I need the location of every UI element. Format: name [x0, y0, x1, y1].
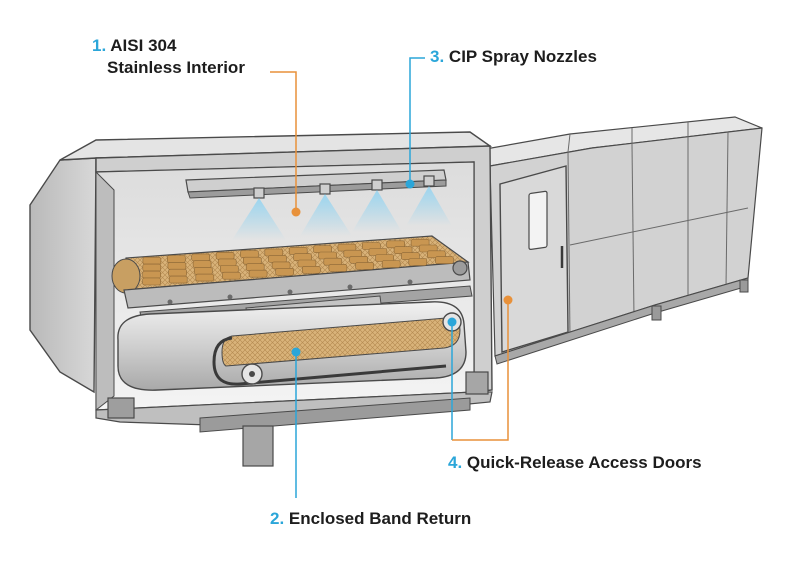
product-piece: [313, 245, 332, 253]
product-piece: [217, 258, 237, 267]
callout-number: 2.: [270, 509, 285, 528]
marker-dot-4: [503, 295, 513, 305]
product-piece: [355, 262, 374, 270]
product-pieces: [142, 238, 454, 286]
product-piece: [142, 263, 162, 272]
callout-number: 4.: [448, 453, 463, 472]
product-piece: [328, 264, 348, 272]
product-piece: [194, 267, 213, 275]
product-piece: [301, 265, 321, 274]
marker-dot-2: [291, 347, 301, 357]
product-piece: [271, 261, 291, 270]
product-piece: [435, 256, 454, 264]
product-piece: [191, 253, 210, 262]
marker-dot-2b: [447, 317, 457, 327]
product-piece: [167, 262, 187, 270]
product-piece: [240, 250, 259, 258]
product-piece: [293, 253, 312, 261]
enclosed-band-return: [117, 301, 467, 391]
product-piece: [408, 258, 428, 266]
product-piece: [215, 252, 235, 260]
marker-dots: [291, 179, 513, 357]
product-piece: [220, 265, 239, 273]
callout-text: CIP Spray Nozzles: [448, 47, 597, 66]
callout-number: 1.: [92, 36, 107, 55]
callout-quick-release-access-doors: 4. Quick-Release Access Doors: [448, 452, 702, 474]
callout-text-line2: Stainless Interior: [107, 58, 245, 77]
product-piece: [245, 263, 265, 272]
product-piece: [248, 269, 268, 278]
leader-lines: [270, 57, 509, 498]
callout-cip-spray-nozzles: 3. CIP Spray Nozzles: [430, 46, 597, 68]
product-piece: [381, 260, 401, 268]
spray-manifold: [185, 169, 447, 199]
product-piece: [275, 267, 295, 276]
marker-dot-3: [405, 179, 415, 189]
product-piece: [195, 273, 215, 282]
product-piece: [268, 255, 287, 263]
callout-number: 3.: [430, 47, 445, 66]
access-door: [499, 165, 569, 353]
product-piece: [288, 247, 308, 255]
product-piece: [243, 256, 262, 265]
callout-text: Enclosed Band Return: [288, 509, 472, 528]
product-piece: [192, 260, 212, 269]
product-piece: [142, 277, 161, 286]
leader-line-3: [409, 57, 425, 184]
callout-stainless-interior: 1. AISI 304 Stainless Interior: [92, 35, 245, 79]
product-piece: [297, 259, 317, 268]
product-piece: [168, 275, 188, 284]
product-piece: [142, 270, 161, 279]
product-piece: [264, 248, 284, 257]
marker-dot-1: [291, 207, 301, 217]
callout-enclosed-band-return: 2. Enclosed Band Return: [270, 508, 471, 530]
leader-line-1: [270, 71, 297, 212]
product-piece: [222, 271, 241, 280]
product-piece: [142, 256, 162, 265]
leader-line-4: [452, 300, 509, 441]
spray-cones: [232, 186, 452, 240]
product-piece: [168, 268, 187, 277]
callout-text-line1: AISI 304: [110, 36, 177, 55]
product-piece: [167, 255, 186, 263]
callout-text: Quick-Release Access Doors: [466, 453, 702, 472]
